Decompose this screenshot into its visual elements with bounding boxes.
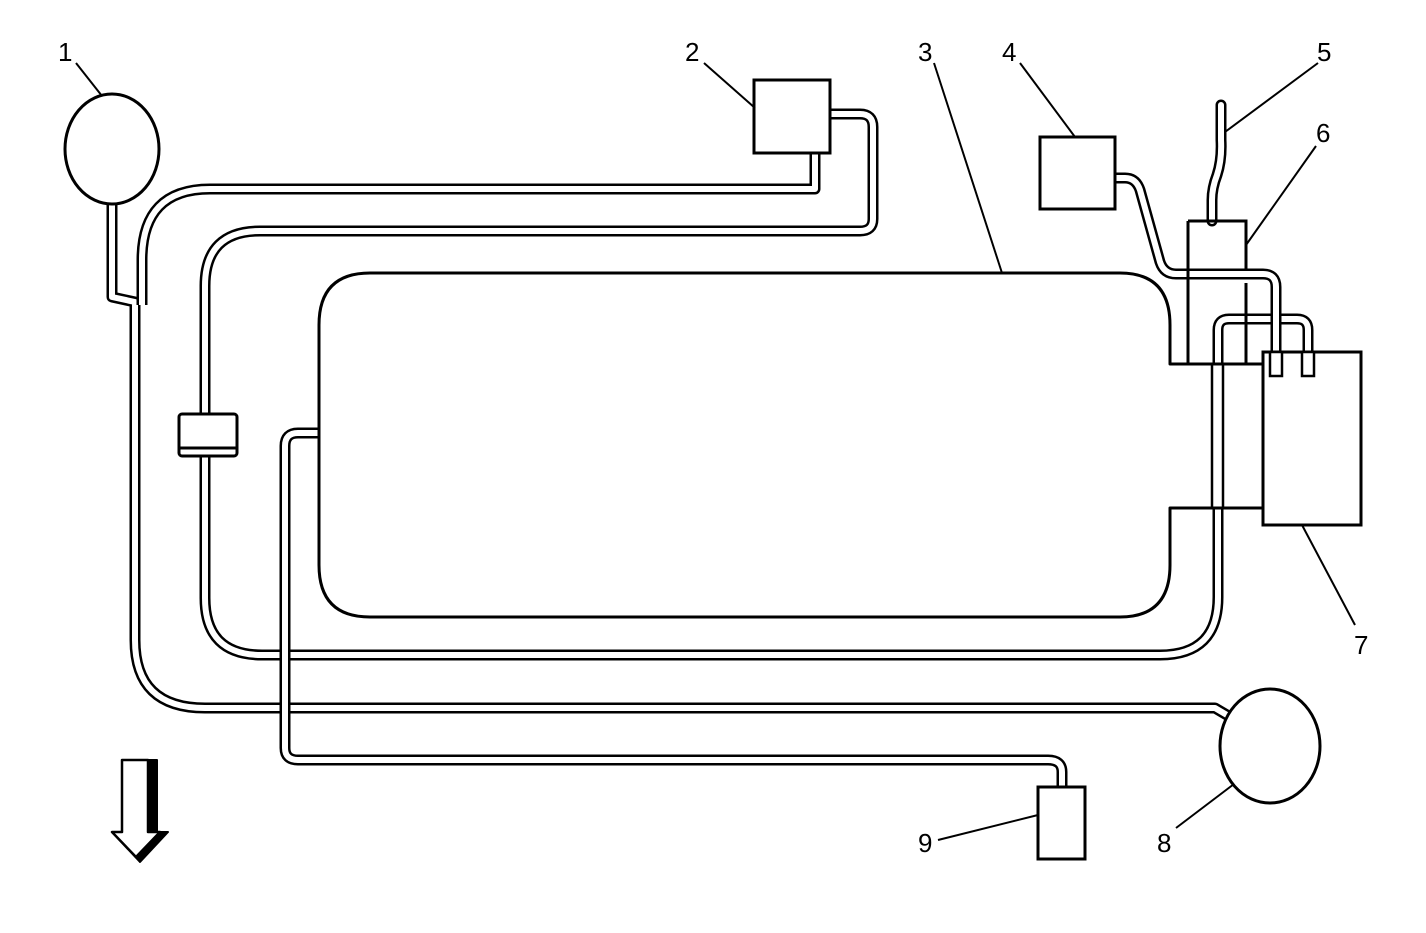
filler-neck-housing [1186, 219, 1248, 364]
component-1-ellipse [63, 92, 161, 206]
tube-2-to-7 [199, 108, 1314, 661]
tube-4-to-7 [1115, 172, 1282, 376]
callout-9: 9 [918, 828, 932, 858]
callout-1: 1 [58, 37, 72, 67]
component-8-ellipse [1218, 687, 1322, 805]
fuel-tank [317, 271, 1265, 619]
callout-4: 4 [1002, 37, 1016, 67]
tube-2-outer [136, 153, 821, 305]
component-9-box [1036, 785, 1087, 861]
callout-5: 5 [1317, 37, 1331, 67]
inline-connector [177, 412, 239, 458]
callout-3: 3 [918, 37, 932, 67]
tubes [106, 99, 1314, 787]
leader-lines [75, 62, 1356, 841]
tube-1-to-8 [106, 203, 1235, 723]
evap-canister [1261, 350, 1363, 527]
callout-2: 2 [685, 37, 699, 67]
callout-7: 7 [1354, 630, 1368, 660]
callout-6: 6 [1316, 118, 1330, 148]
component-4-box [1038, 135, 1117, 211]
down-arrow-icon [110, 758, 169, 863]
filler-tube [1206, 99, 1227, 227]
callout-8: 8 [1157, 828, 1171, 858]
component-2-box [752, 78, 832, 155]
tube-tank-to-9 [279, 427, 1068, 787]
